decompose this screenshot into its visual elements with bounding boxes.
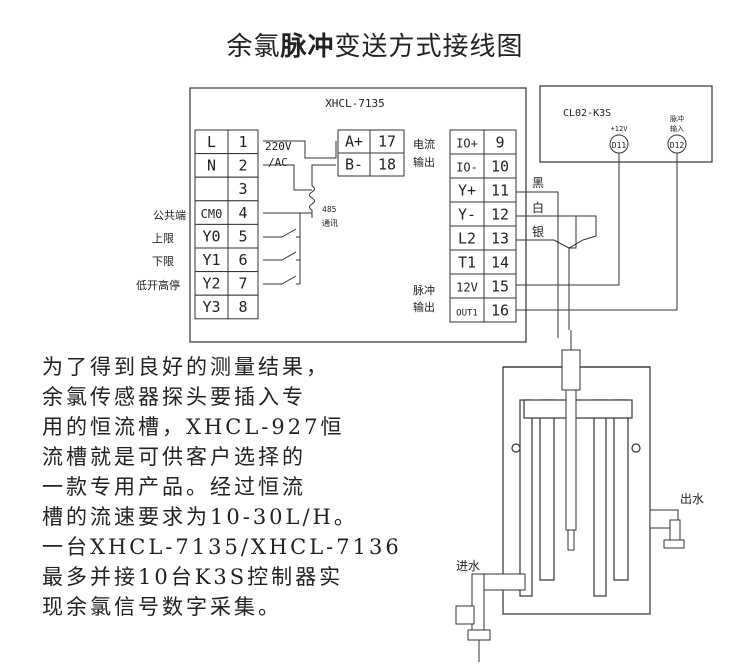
right-terminal-num-cell [483,177,517,203]
left-terminal-number: 4 [238,204,247,222]
k3s-port-d12-label: D12 [670,141,685,150]
k3s-left-label: +12V [611,125,629,133]
k3s-right-label-2: 输入 [670,124,684,133]
left-terminal-name: Y0 [202,227,220,245]
right-terminal-name: L2 [458,229,476,247]
external-wiring [516,153,678,338]
inlet-label: 进水 [456,559,480,573]
left-terminal-num-cell [227,294,259,320]
right-terminal-num-cell [483,273,517,299]
outlet-pipe [649,509,685,549]
paragraph-line: 一款专用产品。经过恒流 [42,475,306,499]
right-terminal-num-cell [483,297,517,323]
diagram-title: 余氯脉冲变送方式接线图 [226,32,524,62]
power-label: 220V [265,140,292,153]
k3s-right-label-1: 脉冲 [670,114,684,123]
right-terminal-name: IO- [456,160,478,174]
right-terminal-num-cell [483,249,517,275]
right-terminal-num-cell [483,129,517,155]
right-terminal-number: 13 [491,229,509,247]
right-terminal-number: 9 [495,133,504,151]
sensor-probe [561,330,581,551]
left-terminal-name: N [207,157,216,175]
pulse-label-1: 脉冲 [413,283,435,297]
side-label-common: 公共端 [153,209,186,222]
mid-terminal-num-cell [369,152,405,177]
left-terminal-name-cell [194,176,229,202]
mid-terminal-number: 17 [378,133,396,151]
right-terminal-number: 16 [491,301,509,319]
comm-label-1: 485 [322,205,337,214]
wire-label-silver: 银 [532,225,544,239]
current-label-1: 电流 [413,137,435,151]
paragraph-line: 用的恒流槽，XHCL-927恒 [42,415,345,439]
left-terminal-name: Y2 [202,275,220,293]
mid-terminal-name: B- [345,156,363,174]
right-terminal-name-cell [449,297,485,323]
side-label-lower: 下限 [152,255,174,268]
paragraph-line: 流槽就是可供客户选择的 [42,445,306,469]
right-terminal-name: 12V [456,280,478,294]
description-paragraph: 为了得到良好的测量结果， 余氯传感器探头要插入专用的恒流槽，XHCL-927恒流槽… [42,352,422,622]
right-terminal-name: IO+ [456,136,478,150]
right-terminal-num-cell [483,201,517,227]
left-terminal-name: CM0 [201,207,223,221]
side-label-upper: 上限 [152,232,174,245]
mid-terminal-number: 18 [378,156,396,174]
inlet-pipe [455,573,526,662]
left-terminal-name: L [207,133,216,151]
left-terminal-number: 8 [238,298,247,316]
internal-wiring [263,140,337,285]
right-terminal-number: 14 [491,253,509,271]
right-terminal-name: Y+ [458,181,476,199]
right-terminal-name: Y- [458,205,476,223]
k3s-port-d11-label: D11 [612,141,627,150]
right-terminal-number: 10 [491,157,509,175]
right-terminal-name: T1 [458,253,476,271]
wire-label-white: 白 [532,200,544,215]
paragraph-line: 余氯传感器探头要插入专 [42,385,306,409]
paragraph-line: 槽的流速要求为10-30L/H。 [42,505,358,529]
wire-label-black: 黑 [532,176,544,190]
side-label-lowopen: 低开高停 [136,278,180,292]
left-terminal-name: Y3 [202,298,220,316]
right-terminal-number: 15 [491,277,509,295]
left-terminal-number: 5 [238,227,247,245]
paragraph-line: 最多并接10台K3S控制器实 [42,565,344,589]
right-terminal-number: 12 [491,205,509,223]
paragraph-line: 一台XHCL-7135/XHCL-7136 [42,535,402,559]
paragraph-line: 为了得到良好的测量结果， [42,355,330,379]
right-terminal-name: OUT1 [456,308,478,318]
left-terminal-number: 6 [238,251,247,269]
k3s-name: CL02-K3S [563,108,611,119]
right-terminal-num-cell [483,153,517,179]
left-terminal-number: 2 [238,157,247,175]
right-terminal-name-cell [449,249,485,275]
controller-name: XHCL-7135 [325,97,385,110]
mid-terminal-block: A+ 17B- 18 [337,129,405,177]
current-label-2: 输出 [413,155,435,169]
pulse-label-2: 输出 [413,300,435,314]
left-terminal-number: 7 [238,275,247,293]
comm-label-2: 通讯 [322,218,338,228]
outlet-label: 出水 [680,492,704,506]
paragraph-line: 现余氯信号数字采集。 [42,595,282,619]
k3s-box [539,85,713,163]
left-terminal-number: 3 [238,180,247,198]
left-terminal-number: 1 [238,133,247,151]
mid-terminal-name: A+ [345,133,363,151]
right-terminal-number: 11 [491,181,509,199]
power-label-2: /AC [268,156,288,169]
left-terminal-name: Y1 [202,251,220,269]
